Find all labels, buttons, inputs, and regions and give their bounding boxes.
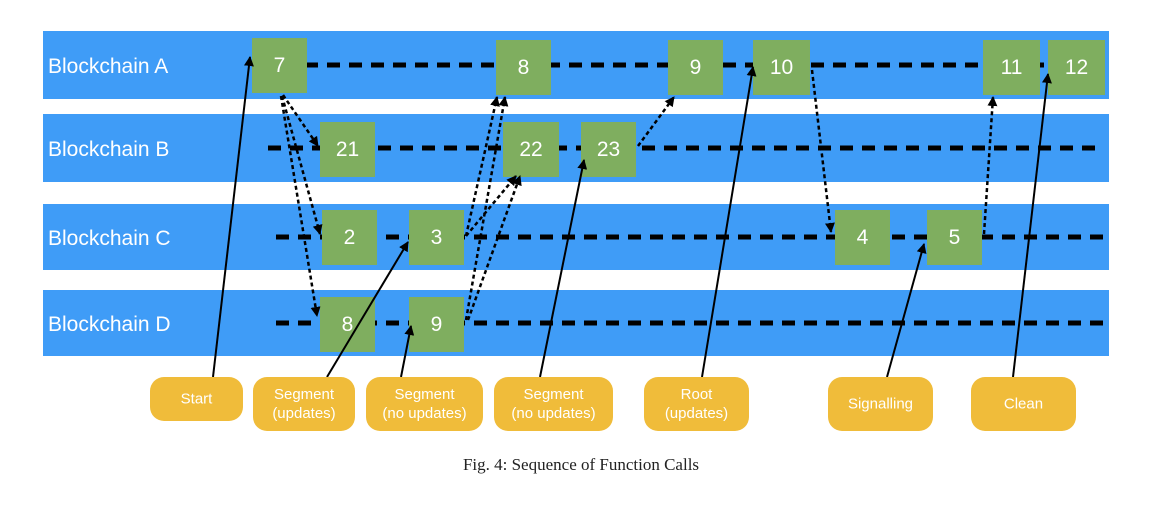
call-pill (366, 377, 483, 431)
block-box (753, 40, 810, 95)
block-a11: 11 (983, 40, 1040, 95)
root-arrow (701, 66, 757, 378)
block-label: 8 (518, 56, 530, 79)
block-a9: 9 (668, 40, 723, 95)
lane-label-a: Blockchain A (48, 55, 168, 78)
block-c3: 3 (409, 210, 464, 265)
seg1-arrow (326, 241, 409, 378)
dot-a7-c2 (280, 95, 323, 235)
call-start: Start (150, 377, 243, 421)
block-label: 5 (949, 226, 961, 249)
call-pill (971, 377, 1076, 431)
dot-d9-a8 (464, 96, 509, 321)
block-label: 23 (597, 138, 620, 161)
figure-caption: Fig. 4: Sequence of Function Calls (463, 455, 699, 474)
call-pill (253, 377, 355, 431)
block-label: 10 (770, 56, 793, 79)
call-clean: Clean (971, 377, 1076, 431)
block-label: 8 (342, 313, 354, 336)
block-label: 9 (690, 56, 702, 79)
block-label: 9 (431, 313, 443, 336)
lane-d (43, 290, 1109, 356)
block-a10: 10 (753, 40, 810, 95)
call-label-line: Clean (1004, 396, 1043, 413)
call-pill (494, 377, 613, 431)
block-b23: 23 (581, 122, 636, 177)
lane-label-b: Blockchain B (48, 138, 169, 161)
block-d9: 9 (409, 297, 464, 352)
dot-c3-b22 (465, 175, 517, 237)
block-box (252, 38, 307, 93)
block-label: 11 (1001, 56, 1023, 79)
call-label-line: Segment (274, 386, 335, 403)
block-box (496, 40, 551, 95)
block-label: 22 (519, 138, 542, 161)
call-label-line: Root (681, 386, 714, 403)
call-label-line: (updates) (665, 405, 728, 422)
block-box (409, 297, 464, 352)
call-pill (644, 377, 749, 431)
block-label: 4 (857, 226, 869, 249)
block-box (320, 122, 375, 177)
block-label: 12 (1065, 56, 1088, 79)
block-box (668, 40, 723, 95)
lanes: Blockchain A Blockchain B Blockchain C Bloc… (43, 31, 1109, 356)
call-root: Root (updates) (644, 377, 749, 431)
dot-b23-a9 (636, 96, 676, 147)
arrows (212, 56, 1052, 378)
block-box (409, 210, 464, 265)
block-a12: 12 (1048, 40, 1105, 95)
block-label: 7 (274, 54, 286, 77)
dot-a7-b21 (281, 94, 320, 147)
seg3-arrow (539, 159, 588, 378)
block-b21: 21 (320, 122, 375, 177)
call-seg2: Segment (no updates) (366, 377, 483, 431)
block-c4: 4 (835, 210, 890, 265)
call-label-line: (no updates) (382, 405, 466, 422)
call-label-line: (updates) (272, 405, 335, 422)
block-label: 2 (344, 226, 356, 249)
block-box (581, 122, 636, 177)
call-pill (828, 377, 933, 431)
dot-c3-a8 (464, 96, 500, 237)
start-arrow (212, 56, 254, 378)
block-label: 3 (431, 226, 443, 249)
block-c2: 2 (322, 210, 377, 265)
block-box (1048, 40, 1105, 95)
call-label-line: Segment (394, 386, 455, 403)
call-label-line: Start (181, 391, 214, 408)
dot-d9-b22 (466, 175, 522, 321)
lane-label-d: Blockchain D (48, 313, 171, 336)
call-seg3: Segment (no updates) (494, 377, 613, 431)
function-calls: Start Segment (updates) Segment (no updates)… (150, 377, 1076, 431)
chain-timelines (268, 62, 1104, 326)
call-label-line: Segment (523, 386, 584, 403)
call-signal: Signalling (828, 377, 933, 431)
signal-arrow (886, 243, 927, 378)
block-box (983, 40, 1040, 95)
block-box (927, 210, 982, 265)
block-a8: 8 (496, 40, 551, 95)
lane-label-c: Blockchain C (48, 227, 171, 250)
block-label: 21 (336, 138, 359, 161)
block-a7: 7 (252, 38, 307, 93)
call-seg1: Segment (updates) (253, 377, 355, 431)
block-c5: 5 (927, 210, 982, 265)
seg2-arrow (400, 325, 415, 378)
call-label-line: (no updates) (511, 405, 595, 422)
clean-arrow (1012, 73, 1052, 378)
dot-c5-a11 (982, 96, 998, 235)
call-pill (150, 377, 243, 421)
dot-a7-d8 (279, 95, 321, 317)
block-box (322, 210, 377, 265)
call-label-line: Signalling (848, 396, 913, 413)
block-box (835, 210, 890, 265)
block-b22: 22 (503, 122, 559, 177)
dot-a10-c4 (810, 69, 835, 233)
block-box (503, 122, 559, 177)
